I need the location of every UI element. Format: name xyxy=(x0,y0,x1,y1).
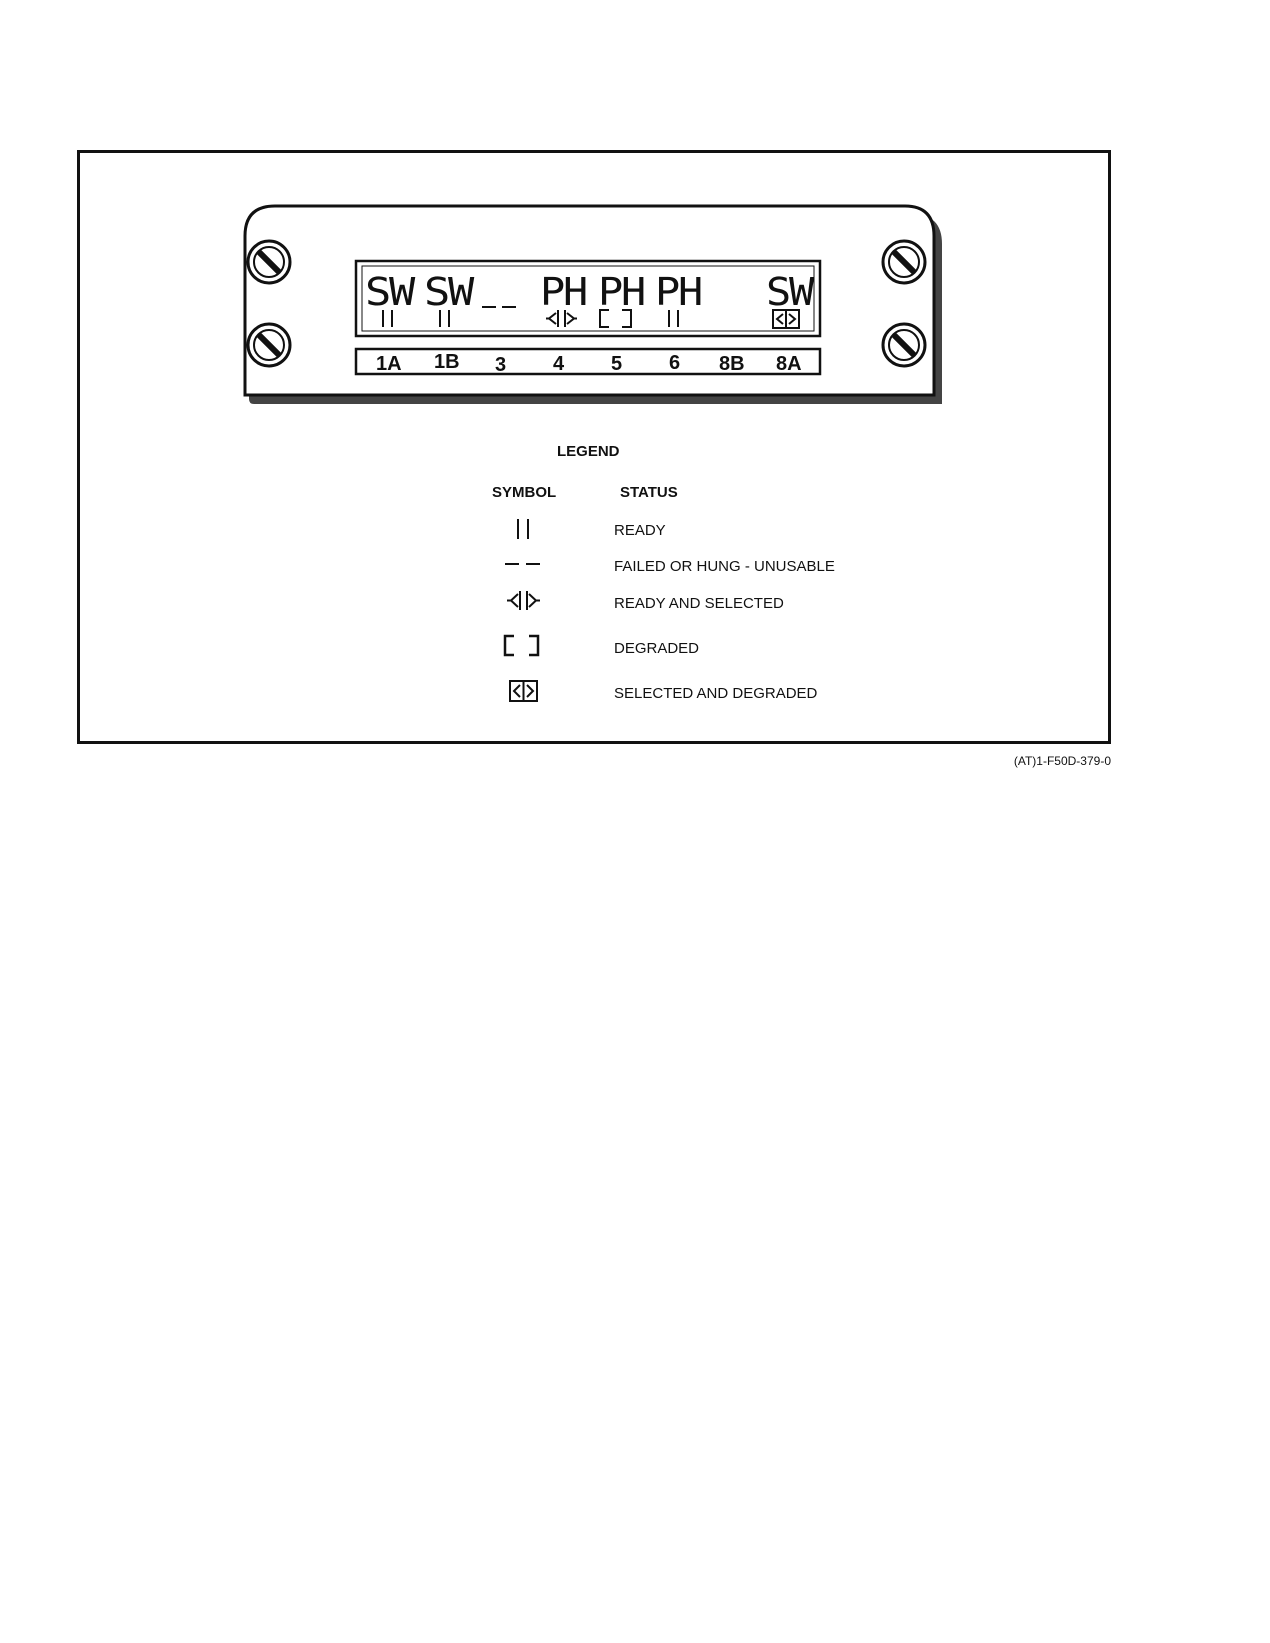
ready-symbol xyxy=(439,310,450,327)
degraded-symbol xyxy=(599,309,632,328)
mode-label: SW xyxy=(424,270,474,314)
mode-label: PH xyxy=(598,270,644,314)
legend-status-ready-selected: READY AND SELECTED xyxy=(614,595,784,612)
legend-status-failed: FAILED OR HUNG - UNUSABLE xyxy=(614,558,835,575)
station-label: 3 xyxy=(495,354,506,376)
figure-code: (AT)1-F50D-379-0 xyxy=(1013,754,1111,768)
degraded-symbol xyxy=(503,634,540,657)
ready-selected-symbol xyxy=(546,310,577,327)
legend-symbol-header: SYMBOL xyxy=(492,484,557,501)
screw-icon xyxy=(881,239,927,285)
legend-title: LEGEND xyxy=(557,443,620,460)
ready-symbol xyxy=(382,310,393,327)
legend-status-header: STATUS xyxy=(620,484,678,501)
station-label: 1A xyxy=(376,353,402,375)
mode-label: PH xyxy=(540,270,586,314)
screw-icon xyxy=(881,322,927,368)
station-label: 5 xyxy=(611,353,622,375)
legend-status-ready: READY xyxy=(614,522,666,539)
screw-icon xyxy=(246,239,292,285)
ready-selected-symbol xyxy=(507,591,540,610)
mode-label: SW xyxy=(766,270,814,314)
station-label: 1B xyxy=(434,351,460,373)
station-label: 4 xyxy=(553,353,565,375)
selected-degraded-symbol xyxy=(772,309,800,329)
selected-degraded-symbol xyxy=(509,680,538,702)
station-label: 8B xyxy=(719,353,745,375)
screw-icon xyxy=(246,322,292,368)
display-panel-drawing: SW SW PH PH PH SW 1 xyxy=(243,204,942,702)
legend-status-selected-degraded: SELECTED AND DEGRADED xyxy=(614,685,818,702)
display-window xyxy=(354,259,822,338)
ready-symbol xyxy=(668,310,679,327)
legend-status-degraded: DEGRADED xyxy=(614,640,700,657)
mode-label: PH xyxy=(655,270,701,314)
station-label: 8A xyxy=(776,353,802,375)
station-label-strip xyxy=(354,347,822,376)
mode-label: SW xyxy=(365,270,415,314)
ready-symbol xyxy=(517,519,529,539)
station-label: 6 xyxy=(669,352,680,374)
figure-frame xyxy=(77,150,1111,744)
